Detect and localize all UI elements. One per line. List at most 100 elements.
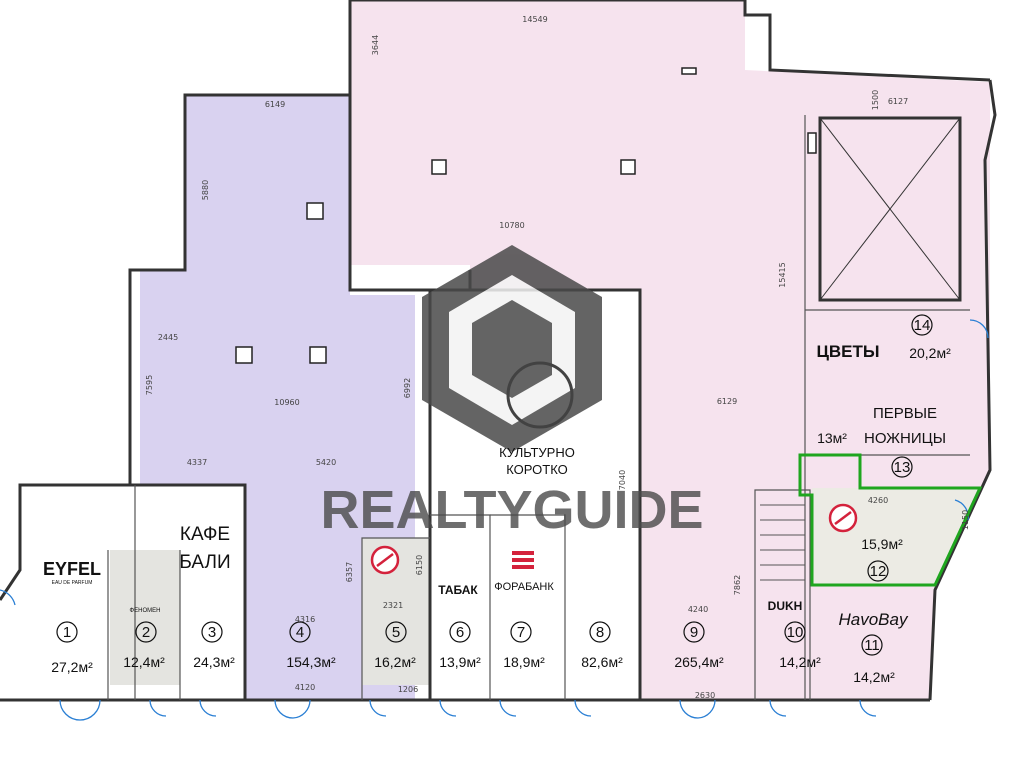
zone-lavender-unit4 [140,95,415,700]
unit-number-circle [449,621,471,643]
unit-area: 12,4м² [123,654,165,670]
unit-area: 265,4м² [674,654,724,670]
tenant-scissors-line1: ПЕРВЫЕ [873,405,937,422]
wall-stair [754,489,811,700]
unit-number: 7 [517,624,525,641]
svg-text:4120: 4120 [295,683,315,692]
unit-number: 13 [894,459,911,476]
tenant-kultura-line1: КУЛЬТУРНО [499,445,575,460]
svg-text:10780: 10780 [499,221,524,230]
unit-number-circle [385,621,407,643]
svg-text:15415: 15415 [778,262,787,287]
unit-number-circle [289,621,311,643]
unit-number-circle [135,621,157,643]
svg-text:3644: 3644 [371,35,380,55]
svg-text:6149: 6149 [265,100,285,109]
svg-text:6150: 6150 [415,555,424,575]
tenant-unit2: ФЕНОМЕН [130,608,161,614]
svg-text:10960: 10960 [274,398,299,407]
svg-text:2630: 2630 [695,691,715,700]
shaft-cross [819,117,961,301]
svg-text:2445: 2445 [158,333,178,342]
wall-units-1-3 [20,483,247,700]
scissors-circle-icon [828,503,858,533]
svg-text:4240: 4240 [688,605,708,614]
unit-area: 14,2м² [779,654,821,670]
unit-number: 3 [208,624,216,641]
svg-text:6357: 6357 [345,562,354,582]
tenant-unit11: HavoBay [839,610,909,629]
unit-number: 9 [690,624,698,641]
tenant-cafe-line1: КАФЕ [180,524,230,545]
dimension-labels: 14549 3644 6149 5880 10780 15415 1500 61… [145,15,970,700]
unit-number-circle [510,621,532,643]
svg-text:1206: 1206 [398,685,418,694]
svg-text:1500: 1500 [871,90,880,110]
unit-area: 154,3м² [286,654,336,670]
staircase [760,504,805,581]
wall-unit6-7 [430,514,491,700]
elevator-shaft [818,116,962,302]
svg-text:1150: 1150 [961,510,970,530]
unit-number: 8 [596,624,604,641]
wall-unit7-8 [490,514,566,700]
tenant-kultura-line2: КОРОТКО [506,462,568,477]
tenant-scissors-line2: НОЖНИЦЫ [864,430,946,447]
scissors-circle-icon [370,545,400,575]
unit-number: 2 [142,624,150,641]
outer-wall-right [928,79,997,701]
unit-number: 11 [864,637,880,654]
unit-area: 16,2м² [374,654,416,670]
unit-number-circle [589,621,611,643]
unit-area: 24,3м² [193,654,235,670]
unit-area: 20,2м² [909,345,951,361]
outer-wall [0,0,352,601]
unit-number: 14 [914,317,931,334]
unit-area: 13м² [817,430,847,446]
unit-number-circle [56,621,78,643]
unit-area: 82,6м² [581,654,623,670]
unit-area: 13,9м² [439,654,481,670]
unit-number-circle [683,621,705,643]
unit-area: 18,9м² [503,654,545,670]
watermark-text: REALTYGUIDE [320,480,703,540]
tenant-tabak: ТАБАК [438,583,478,597]
unit-number-circle [201,621,223,643]
forabank-logo-icon [512,551,534,569]
tenant-forabank: ФОРАБАНК [494,581,554,593]
wall-unit5 [361,537,430,700]
unit-number: 5 [392,624,400,641]
svg-text:5880: 5880 [201,180,210,200]
unit-area: 15,9м² [861,536,903,552]
unit-number-circle [784,621,806,643]
tenant-flowers: ЦВЕТЫ [816,342,879,361]
unit-12-highlight [798,453,983,587]
watermark-logo-icon [422,245,602,452]
unit-number: 12 [870,563,887,580]
svg-text:6129: 6129 [717,397,737,406]
tenant-eyfel-sub: EAU DE PARFUM [52,580,93,586]
unit-number: 10 [787,624,804,641]
svg-text:14549: 14549 [522,15,547,24]
svg-text:7040: 7040 [618,470,627,490]
unit-number-circle [867,560,889,582]
svg-text:6992: 6992 [403,378,412,398]
svg-text:4337: 4337 [187,458,207,467]
unit-number: 6 [456,624,464,641]
unit-number-circle [891,456,913,478]
svg-text:7862: 7862 [733,575,742,595]
outer-wall-top [350,0,991,82]
svg-text:5420: 5420 [316,458,336,467]
svg-text:2321: 2321 [383,601,403,610]
tenant-cafe-line2: БАЛИ [179,552,230,573]
unit-number: 1 [63,624,71,641]
unit-area: 14,2м² [853,669,895,685]
doors [0,319,989,721]
unit-number-circle [911,314,933,336]
svg-text:4316: 4316 [295,615,315,624]
columns [235,67,817,364]
svg-text:4260: 4260 [868,496,888,505]
unit-area: 27,2м² [51,659,93,675]
svg-text:7595: 7595 [145,375,154,395]
unit-labels: 1 27,2м² 2 12,4м² 3 24,3м² 4 154,3м² 5 1… [51,314,951,685]
